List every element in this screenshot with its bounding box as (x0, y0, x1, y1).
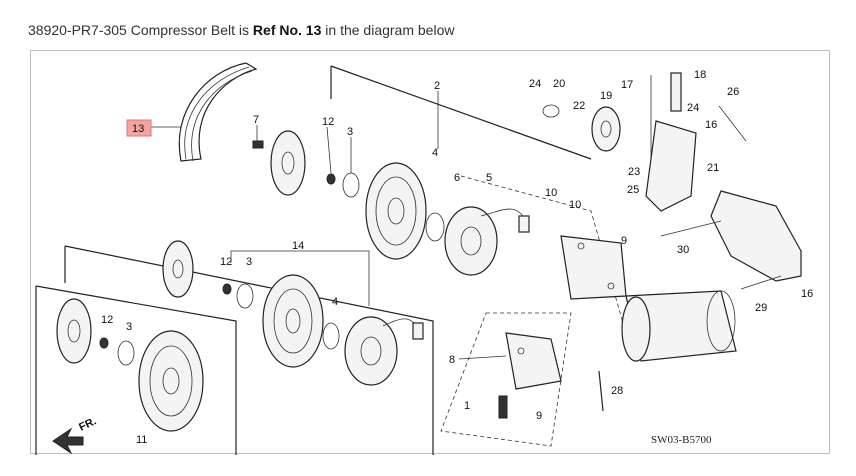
label-29: 29 (755, 302, 767, 314)
label-9-lower: 9 (536, 410, 542, 422)
compressor-bracket (710, 190, 802, 282)
label-10-right: 10 (569, 199, 581, 211)
label-7: 7 (253, 114, 259, 126)
label-25: 24 (687, 102, 699, 114)
label-6: 6 (454, 172, 460, 184)
label-4-mid: 4 (332, 296, 338, 308)
group-box-dashed-bottom (440, 312, 572, 447)
pulley-lower (138, 330, 204, 432)
group-box-upper (330, 65, 592, 160)
clutch-plate-mid (162, 240, 194, 298)
label-3-upper: 3 (347, 126, 353, 138)
label-30: 30 (677, 244, 689, 256)
field-coil-upper (444, 206, 530, 276)
label-4-upper: 4 (432, 147, 438, 159)
cover-plate-9 (560, 235, 627, 300)
label-8: 8 (449, 354, 455, 366)
label-12-mid: 12 (220, 256, 232, 268)
label-15: 16 (705, 119, 717, 131)
clutch-plate-lower (56, 298, 92, 364)
label-11: 11 (136, 434, 147, 446)
label-12-upper: 12 (322, 116, 334, 128)
bolt-1 (498, 395, 508, 419)
bolt-7 (252, 140, 264, 149)
shim-12-upper (326, 173, 336, 185)
label-19: 19 (600, 90, 612, 102)
snap-ring-3-upper (342, 172, 360, 198)
label-22: 21 (707, 162, 719, 174)
label-14: 14 (292, 240, 304, 252)
label-10-left: 10 (545, 187, 557, 199)
valve-assembly-8 (505, 332, 562, 390)
shim-12-lower (99, 337, 109, 349)
bolt-30 (660, 220, 722, 237)
bolt-28 (598, 370, 604, 412)
pulley-mid (262, 274, 324, 368)
label-21: 20 (553, 78, 565, 90)
washer-21 (542, 104, 560, 118)
ref-number: Ref No. 13 (252, 22, 322, 38)
pulley-19 (591, 106, 621, 152)
label-1: 1 (464, 400, 470, 412)
group-box-dashed (460, 175, 632, 352)
label-9-upper: 9 (621, 235, 627, 247)
label-3-mid: 3 (246, 256, 252, 268)
bolt-29 (740, 275, 782, 290)
label-26: 25 (627, 184, 639, 196)
caption-is: is (238, 22, 250, 38)
label-24: 24 (529, 78, 541, 90)
caption-suffix: in the diagram below (325, 22, 455, 38)
label-28: 28 (611, 385, 623, 397)
label-13: 13 (132, 123, 144, 135)
label-12-lower: 12 (101, 314, 113, 326)
label-5: 5 (486, 172, 492, 184)
front-arrow-label: FR. (77, 415, 98, 433)
field-coil-mid (344, 316, 424, 386)
snap-ring-3-lower (117, 340, 135, 366)
label-18: 18 (694, 69, 706, 81)
group-box-lower-left (35, 285, 237, 455)
label-2: 2 (434, 80, 440, 92)
label-17: 17 (621, 79, 633, 91)
front-arrow-icon (52, 427, 84, 455)
ref-13-highlight[interactable] (126, 119, 152, 137)
parts-diagram: 13 7 12 3 2 4 6 5 18 17 24 16 26 19 23 2… (35, 62, 813, 455)
label-23: 22 (573, 100, 585, 112)
part-name: Compressor Belt (130, 22, 236, 38)
compressor-belt[interactable] (178, 62, 258, 162)
snap-ring-3-mid (236, 283, 254, 309)
diagram-code: SW03-B5700 (651, 434, 712, 446)
shim-12-mid (222, 283, 232, 295)
label-20: 23 (628, 166, 640, 178)
label-16: 16 (801, 288, 813, 300)
pulley-upper (365, 162, 427, 260)
clutch-plate-upper (270, 130, 306, 196)
compressor (621, 290, 737, 362)
label-3-lower: 3 (126, 321, 132, 333)
part-caption: 38920-PR7-305 Compressor Belt is Ref No.… (28, 22, 454, 38)
bolt-18 (670, 72, 682, 112)
bracket-tensioner (645, 120, 697, 212)
snap-ring-4-upper (425, 212, 445, 242)
part-number: 38920-PR7-305 (28, 22, 127, 38)
snap-ring-4-mid (322, 322, 340, 350)
diagram-frame: 13 7 12 3 2 4 6 5 18 17 24 16 26 19 23 2… (30, 50, 830, 455)
label-27: 26 (727, 86, 739, 98)
